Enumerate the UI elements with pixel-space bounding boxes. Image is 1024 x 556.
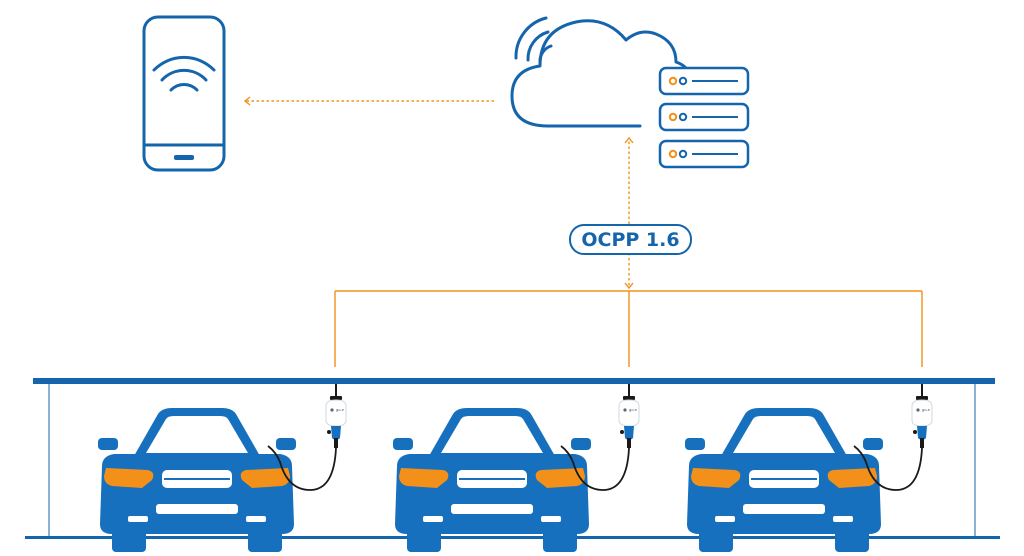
protocol-label: OCPP 1.6 xyxy=(581,229,679,251)
server-rack-icon xyxy=(658,66,750,169)
garage-structure xyxy=(25,378,1000,539)
car-1 xyxy=(97,407,297,553)
protocol-badge: OCPP 1.6 xyxy=(569,224,692,255)
distribution-lines xyxy=(334,290,923,367)
car-3 xyxy=(684,407,884,553)
smartphone-wifi-icon xyxy=(142,15,226,172)
car-2 xyxy=(392,407,592,553)
charger-2 xyxy=(560,383,640,491)
charger-1 xyxy=(267,383,347,491)
cloud-wifi-icon xyxy=(510,16,688,128)
charger-3 xyxy=(853,383,933,491)
